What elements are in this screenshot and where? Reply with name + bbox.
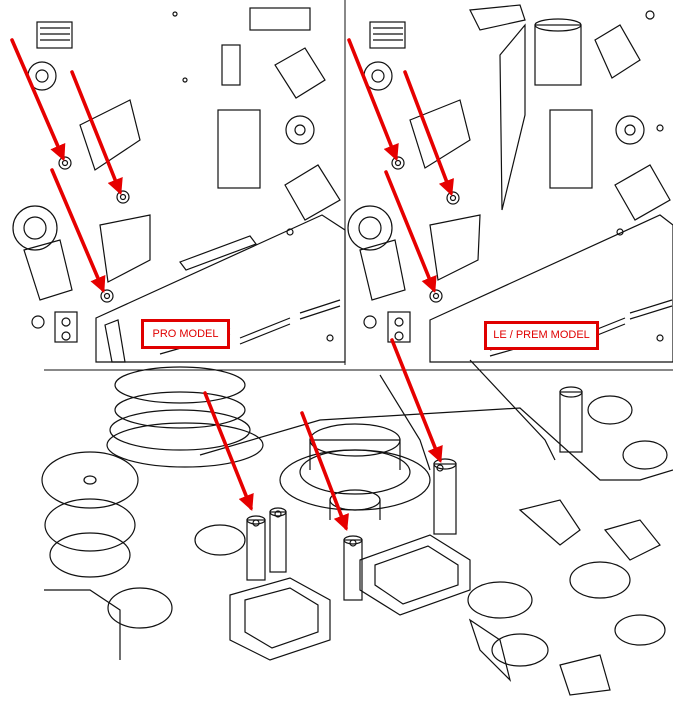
arrow-2 xyxy=(70,70,123,196)
arrow-5 xyxy=(403,70,454,197)
panel-bottom-detail xyxy=(41,359,673,696)
red-arrows xyxy=(10,38,454,532)
panel-le-prem-model xyxy=(347,4,673,363)
panel-pro-model xyxy=(12,7,346,363)
le-prem-model-label: LE / PREM MODEL xyxy=(484,321,599,350)
arrow-4 xyxy=(347,38,399,162)
arrow-1 xyxy=(10,38,66,161)
arrow-9 xyxy=(300,411,349,532)
arrow-7 xyxy=(390,338,443,464)
arrow-3 xyxy=(50,168,106,293)
pro-model-label: PRO MODEL xyxy=(141,319,230,349)
arrow-8 xyxy=(203,391,254,512)
arrow-6 xyxy=(384,170,437,294)
